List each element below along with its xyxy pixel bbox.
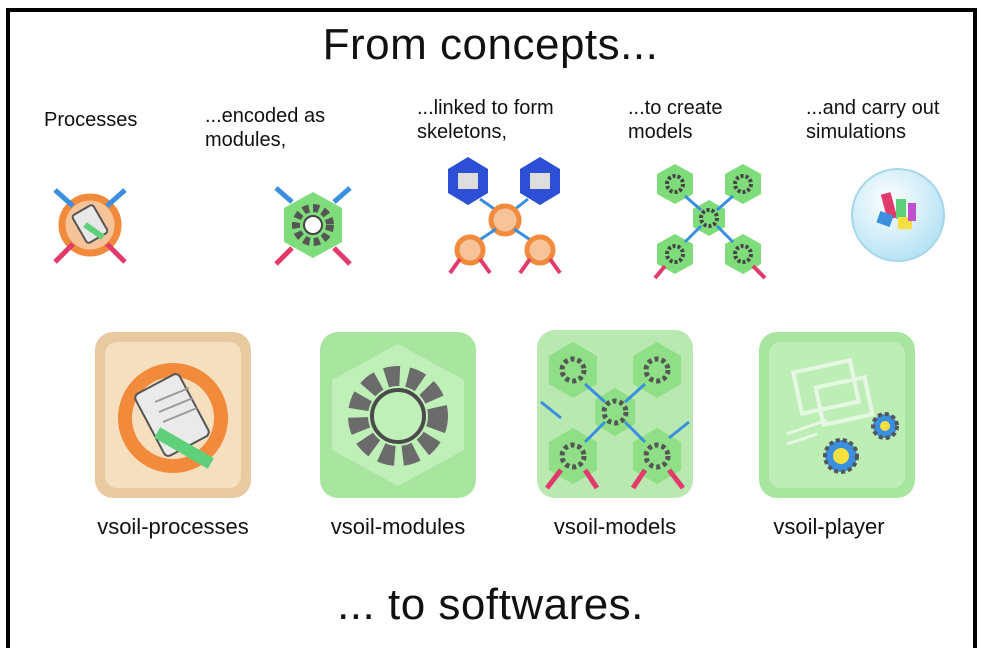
- caption-modules: ...encoded as modules,: [205, 105, 326, 151]
- vsoil-models-app-icon[interactable]: [535, 328, 695, 500]
- module-gear-icon: [274, 186, 352, 266]
- caption-models: ...to create models: [628, 97, 723, 143]
- slide-frame: [6, 8, 977, 648]
- label-vsoil-modules: vsoil-modules: [330, 514, 466, 539]
- title-bottom: ... to softwares.: [337, 580, 644, 629]
- label-vsoil-player: vsoil-player: [773, 514, 885, 539]
- vsoil-processes-app-icon[interactable]: [93, 330, 253, 500]
- vsoil-modules-app-icon[interactable]: [318, 330, 478, 500]
- label-vsoil-processes: vsoil-processes: [97, 514, 249, 539]
- simulation-sphere-icon: [851, 168, 945, 262]
- caption-simulations: ...and carry out simulations: [806, 97, 940, 143]
- vsoil-player-app-icon[interactable]: [757, 330, 917, 500]
- label-vsoil-models: vsoil-models: [553, 514, 677, 539]
- caption-skeletons: ...linked to form skeletons,: [417, 97, 554, 143]
- title-top: From concepts...: [322, 20, 659, 69]
- skeleton-network-icon: [448, 157, 562, 275]
- model-network-icon: [653, 164, 767, 280]
- process-notepad-icon: [53, 188, 127, 264]
- caption-processes: Processes: [44, 109, 138, 131]
